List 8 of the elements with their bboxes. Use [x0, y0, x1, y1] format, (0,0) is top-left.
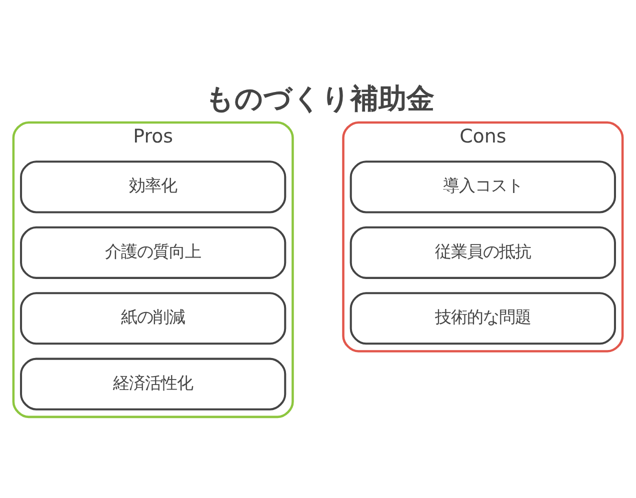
node-box: 技術的な問題	[350, 292, 616, 344]
node-box: 介護の質向上	[20, 226, 286, 278]
node-box: 効率化	[20, 160, 286, 213]
node-box: 紙の削減	[20, 292, 286, 344]
diagram-title: ものづくり補助金	[206, 82, 435, 115]
node-box: 経済活性化	[20, 357, 286, 410]
node-box: 従業員の抵抗	[350, 226, 616, 278]
node-box: 導入コスト	[350, 160, 616, 213]
